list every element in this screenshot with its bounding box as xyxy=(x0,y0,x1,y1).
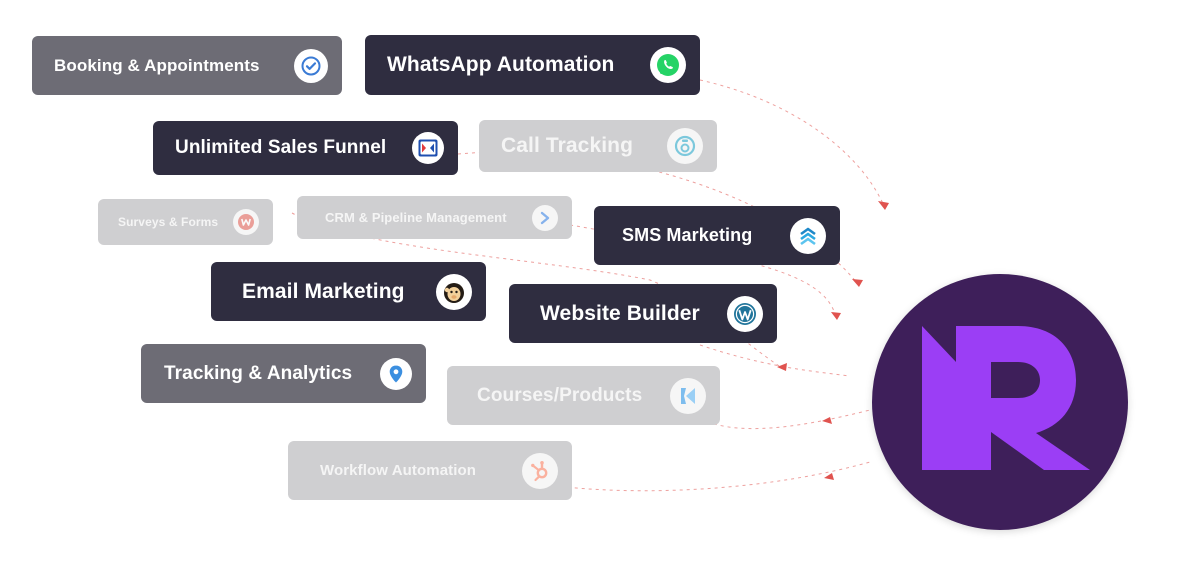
connector-whatsapp xyxy=(699,79,886,209)
location-pin-icon xyxy=(380,357,412,390)
brand-r-logo-icon xyxy=(922,326,1090,470)
funnel-builder-icon xyxy=(412,132,444,164)
chip-label: Workflow Automation xyxy=(320,462,477,479)
integration-chip-courses: Courses/Products xyxy=(447,366,720,425)
chip-label: Surveys & Forms xyxy=(118,215,219,229)
integration-chip-email: Email Marketing xyxy=(211,262,486,321)
chip-label: CRM & Pipeline Management xyxy=(325,210,507,225)
chip-label: WhatsApp Automation xyxy=(387,53,615,76)
chip-label: Unlimited Sales Funnel xyxy=(175,137,387,158)
phone-ring-icon xyxy=(667,128,703,164)
connector-website xyxy=(699,344,851,377)
integration-chip-surveys: Surveys & Forms xyxy=(98,199,273,245)
check-circle-icon xyxy=(294,48,328,83)
integration-chip-call-tracking: Call Tracking xyxy=(479,120,717,172)
chip-label: Tracking & Analytics xyxy=(164,362,353,384)
chip-label: Website Builder xyxy=(540,301,700,325)
integration-chip-booking: Booking & Appointments xyxy=(32,36,342,95)
chip-label: Courses/Products xyxy=(477,384,643,406)
connector-arrowhead xyxy=(824,473,834,480)
integration-chip-whatsapp: WhatsApp Automation xyxy=(365,35,700,95)
connector-arrowhead xyxy=(878,201,889,210)
sms-chevrons-icon xyxy=(790,217,826,254)
brand-logo-circle xyxy=(872,274,1128,530)
connector-arrowhead xyxy=(822,417,832,424)
wordpress-icon xyxy=(727,295,763,332)
chip-label: Email Marketing xyxy=(242,279,405,303)
integration-chip-website: Website Builder xyxy=(509,284,777,343)
mailchimp-icon xyxy=(436,273,472,310)
chip-label: Booking & Appointments xyxy=(54,55,260,75)
integration-chip-crm: CRM & Pipeline Management xyxy=(297,196,572,239)
chip-label: Call Tracking xyxy=(501,134,634,157)
integration-chip-sms: SMS Marketing xyxy=(594,206,840,265)
connector-arrowhead xyxy=(852,279,863,287)
connector-arrowhead xyxy=(777,363,787,371)
forms-icon xyxy=(233,209,259,235)
integration-chip-funnel: Unlimited Sales Funnel xyxy=(153,121,458,175)
integration-chip-tracking: Tracking & Analytics xyxy=(141,344,426,403)
connector-arrowhead xyxy=(831,312,841,320)
hubspot-icon xyxy=(522,452,558,489)
kajabi-icon xyxy=(670,377,706,414)
chip-label: SMS Marketing xyxy=(622,225,753,245)
connector-workflow xyxy=(539,461,871,492)
whatsapp-icon xyxy=(650,47,686,83)
pipeline-arrow-icon xyxy=(532,204,558,231)
integration-chip-workflow: Workflow Automation xyxy=(288,441,572,500)
